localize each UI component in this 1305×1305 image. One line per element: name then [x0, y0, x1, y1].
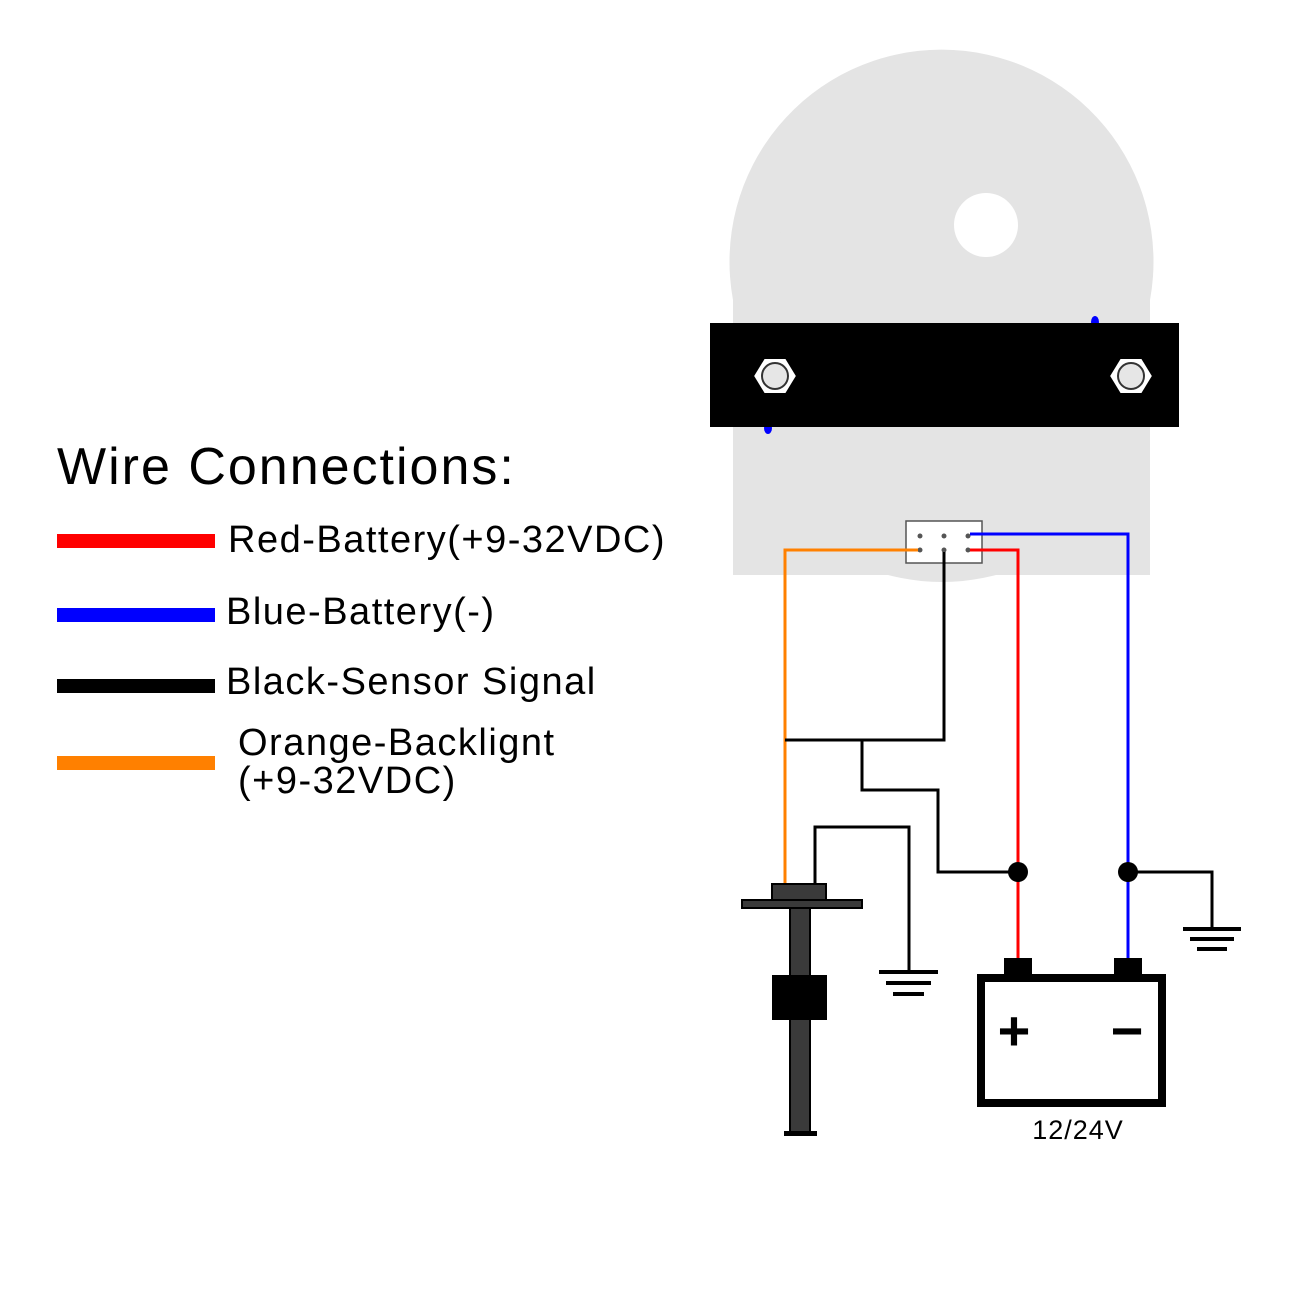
legend-swatch-blue [57, 608, 215, 622]
connector-pin-icon [965, 547, 971, 553]
hex-nut-left-icon [751, 357, 799, 395]
wire-black-ground [860, 740, 1018, 874]
connector-pin-icon [917, 547, 923, 553]
legend-label-red: Red-Battery(+9-32VDC) [228, 519, 666, 561]
wire-blue [970, 532, 1130, 960]
battery: + − 12/24V [977, 958, 1166, 1145]
wire-orange [783, 548, 918, 885]
connector-pin-icon [965, 533, 971, 539]
sensor-float [772, 975, 827, 1020]
battery-terminal-negative [1114, 958, 1142, 978]
sensor-rod [789, 907, 811, 1134]
battery-body [977, 974, 1166, 1107]
legend-label-blue: Blue-Battery(-) [226, 591, 496, 633]
wire-black-signal [785, 552, 946, 742]
legend-label-black: Black-Sensor Signal [226, 661, 597, 703]
connector-pin-icon [941, 547, 947, 553]
level-sensor-icon [741, 883, 863, 1136]
ground-sensor-icon [879, 970, 938, 996]
wire-ground-right [1128, 870, 1214, 928]
legend: Red-Battery(+9-32VDC) Blue-Battery(-) Bl… [57, 519, 666, 802]
legend-label-orange-line2: (+9-32VDC) [238, 760, 457, 802]
connector-pin-icon [941, 533, 947, 539]
ground-right-icon [1183, 927, 1241, 951]
legend-label-orange: Orange-Backlignt [238, 722, 556, 764]
legend-swatch-red [57, 534, 215, 548]
wire-red [970, 548, 1020, 960]
legend-swatch-black [57, 679, 215, 693]
junction-dot-red [1008, 862, 1028, 882]
gauge-hole [954, 193, 1018, 257]
battery-minus-icon: − [1111, 999, 1144, 1062]
legend-swatch-orange [57, 756, 215, 770]
sensor-flange [741, 899, 863, 909]
junction-dot-blue [1118, 862, 1138, 882]
gauge [710, 49, 1179, 582]
connector-pin-icon [917, 533, 923, 539]
hex-nut-right-icon [1107, 357, 1155, 395]
wires [783, 532, 1214, 970]
battery-voltage-label: 12/24V [1032, 1115, 1124, 1145]
battery-plus-icon: + [998, 999, 1031, 1062]
sensor-cap [771, 883, 827, 901]
sensor-base [784, 1131, 817, 1136]
diagram-title: Wire Connections: [57, 438, 516, 496]
battery-terminal-positive [1004, 958, 1032, 978]
wire-sensor-ground [813, 825, 911, 970]
